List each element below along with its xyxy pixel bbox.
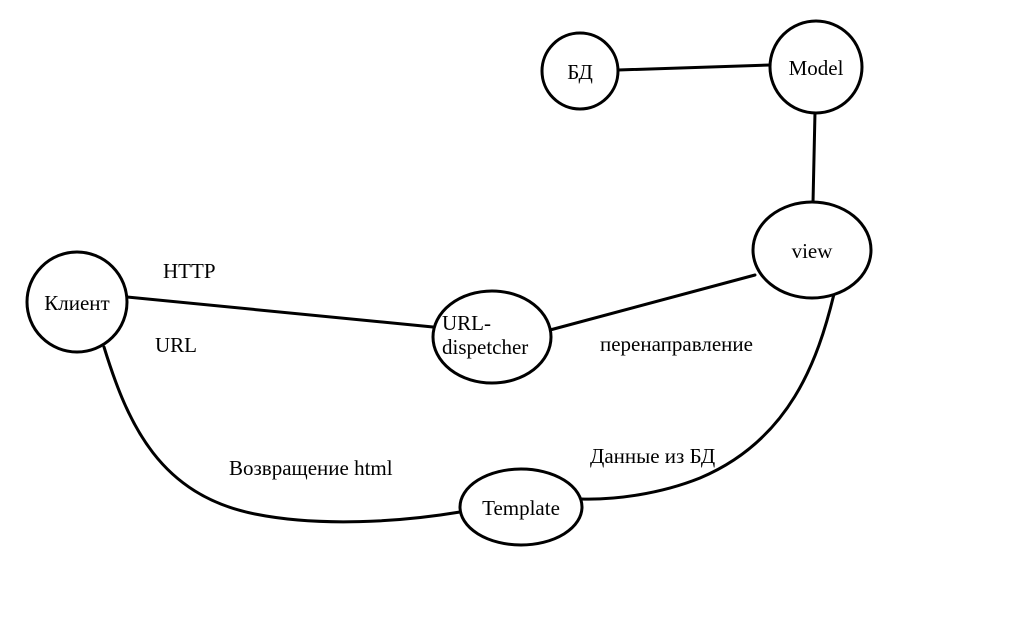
url-dispetcher-label-line1: URL- — [442, 311, 491, 335]
url-dispetcher-node-shape — [431, 289, 553, 385]
edge-template-client — [102, 345, 462, 524]
url-edge-label: URL — [155, 333, 197, 357]
edge-db-model — [616, 63, 772, 72]
template-node: Template — [458, 467, 584, 547]
model-node-label: Model — [789, 56, 844, 80]
edge-view-template — [579, 292, 836, 501]
redirect-edge-label: перенаправление — [600, 332, 753, 356]
edge-view-url-dispetcher — [548, 273, 757, 332]
db-node-label: БД — [567, 60, 593, 84]
db-node: БД — [540, 31, 620, 111]
model-node-shape — [768, 19, 864, 115]
url-dispetcher-node: URL- dispetcher — [431, 289, 553, 385]
url-dispetcher-node-label: URL- dispetcher — [442, 311, 528, 359]
data-from-db-edge-label: Данные из БД — [590, 444, 715, 468]
view-node-shape — [751, 200, 873, 300]
template-node-label: Template — [482, 496, 560, 520]
db-node-shape — [540, 31, 620, 111]
http-edge-label: HTTP — [163, 259, 216, 283]
client-node: Клиент — [25, 250, 129, 354]
client-node-shape — [25, 250, 129, 354]
url-dispetcher-label-line2: dispetcher — [442, 335, 528, 359]
view-node-label: view — [792, 239, 834, 263]
client-node-label: Клиент — [44, 291, 109, 315]
return-html-edge-label: Возвращение html — [229, 456, 393, 480]
edge-model-view — [811, 110, 817, 205]
view-node: view — [751, 200, 873, 300]
edge-client-url-dispetcher — [125, 295, 435, 329]
model-node: Model — [768, 19, 864, 115]
template-node-shape — [458, 467, 584, 547]
